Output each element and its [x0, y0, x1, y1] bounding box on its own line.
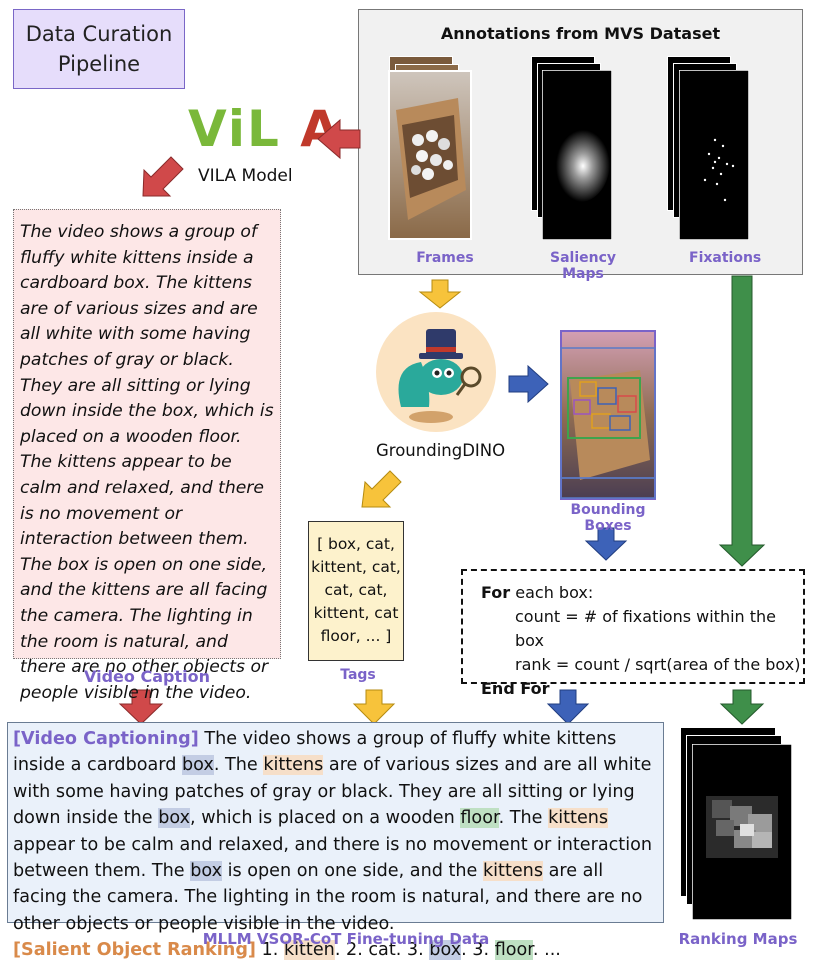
- final-text-2: . The: [213, 755, 264, 776]
- hl-box: box: [158, 808, 191, 829]
- final-text-4: , which is placed on a wooden: [190, 808, 461, 829]
- frames-label: Frames: [416, 250, 474, 266]
- arrow-tags-to-final: [352, 689, 396, 725]
- rank-text-0: 1.: [255, 940, 284, 961]
- hl-kittens: kittens: [482, 861, 543, 882]
- fixation-image: [679, 70, 749, 240]
- tags-line-2: kittent, cat,: [311, 558, 401, 576]
- arrow-fixations-to-algo: [718, 275, 766, 567]
- hl-box: box: [182, 755, 214, 776]
- video-captioning-tag: [Video Captioning]: [13, 729, 199, 749]
- ranking-map-image: [692, 744, 792, 920]
- final-text-3: are of various sizes and are all white w…: [13, 755, 652, 829]
- algo-line-4: End For: [481, 679, 550, 698]
- hl-box: box: [190, 861, 222, 882]
- hl-box: box: [429, 940, 462, 961]
- arrow-grounding-to-bbox: [508, 364, 549, 404]
- finetuning-data-box: [Video Captioning] The video shows a gro…: [7, 722, 664, 961]
- tags-line-1: [ box, cat,: [317, 535, 395, 553]
- final-text-8: are all facing the camera. The lighting …: [13, 861, 643, 934]
- arrow-caption-to-final: [118, 689, 164, 725]
- hl-kitten: kitten: [283, 940, 335, 961]
- final-text-1: The video shows a group of fluffy white …: [13, 729, 617, 776]
- video-caption-box: The video shows a group of fluffy white …: [13, 209, 281, 703]
- video-caption-text: The video shows a group of fluffy white …: [20, 222, 274, 703]
- vila-label: VILA Model: [198, 166, 293, 186]
- bounding-boxes-image: [560, 330, 656, 500]
- hl-kittens: kittens: [263, 755, 324, 776]
- rank-text-2: . 3.: [461, 940, 495, 961]
- saliency-image: [542, 70, 612, 240]
- hl-kittens: kittens: [548, 808, 609, 829]
- tags-line-3: cat, cat,: [324, 581, 388, 599]
- rank-text-3: . ...: [532, 940, 561, 961]
- arrow-frames-to-grounding: [418, 279, 462, 309]
- tags-line-4: kittent, cat: [313, 604, 399, 622]
- annotations-title: Annotations from MVS Dataset: [440, 24, 721, 43]
- bounding-boxes-label: Bounding Boxes: [570, 502, 646, 534]
- saliency-label: Saliency Maps: [549, 250, 616, 282]
- tags-label: Tags: [340, 667, 376, 683]
- algo-for-keyword: For: [481, 583, 511, 602]
- arrow-bbox-to-algo: [584, 527, 628, 561]
- pipeline-title-text: Data Curation Pipeline: [25, 22, 173, 76]
- frame-image: [388, 70, 472, 240]
- annotations-panel: Annotations from MVS Dataset Frames: [358, 9, 803, 282]
- groundingdino-mascot: [376, 312, 496, 432]
- hl-floor: floor: [494, 940, 533, 961]
- algo-line-3: rank = count / sqrt(area of the box): [515, 655, 801, 674]
- ranking-maps-label: Ranking Maps: [678, 930, 798, 948]
- arrow-algo-to-ranking: [719, 689, 765, 725]
- arrow-algo-to-final: [546, 689, 590, 725]
- arrow-grounding-to-tags: [361, 470, 402, 508]
- fixations-label: Fixations: [689, 250, 762, 266]
- pipeline-title: Data Curation Pipeline: [13, 9, 185, 89]
- groundingdino-label: GroundingDINO: [376, 441, 506, 460]
- algo-line-1-rest: each box:: [510, 583, 594, 602]
- finetuning-data-label: MLLM VSOR-CoT Fine-tuning Data: [202, 930, 490, 948]
- final-text-5: . The: [498, 808, 549, 829]
- arrow-annotations-to-vila: [317, 118, 361, 160]
- final-text-7: is open on one side, and the: [222, 861, 483, 882]
- vila-logo-text: ViL: [188, 100, 281, 158]
- ranking-algorithm-box: For each box: count = # of fixations wit…: [461, 569, 805, 698]
- algo-line-1: For each box:: [481, 581, 803, 605]
- tags-line-5: floor, ... ]: [320, 627, 392, 645]
- video-caption-label: Video Caption: [84, 667, 210, 686]
- hl-floor: floor: [460, 808, 499, 829]
- algo-line-2: count = # of fixations within the box: [515, 607, 777, 650]
- arrow-vila-to-caption: [142, 156, 184, 197]
- rank-text-1: . 2. cat. 3.: [334, 940, 430, 961]
- final-text-6: appear to be calm and relaxed, and there…: [13, 834, 653, 882]
- tags-box: [ box, cat, kittent, cat, cat, cat, kitt…: [308, 521, 404, 661]
- salient-ranking-tag: [Salient Object Ranking]: [13, 940, 256, 961]
